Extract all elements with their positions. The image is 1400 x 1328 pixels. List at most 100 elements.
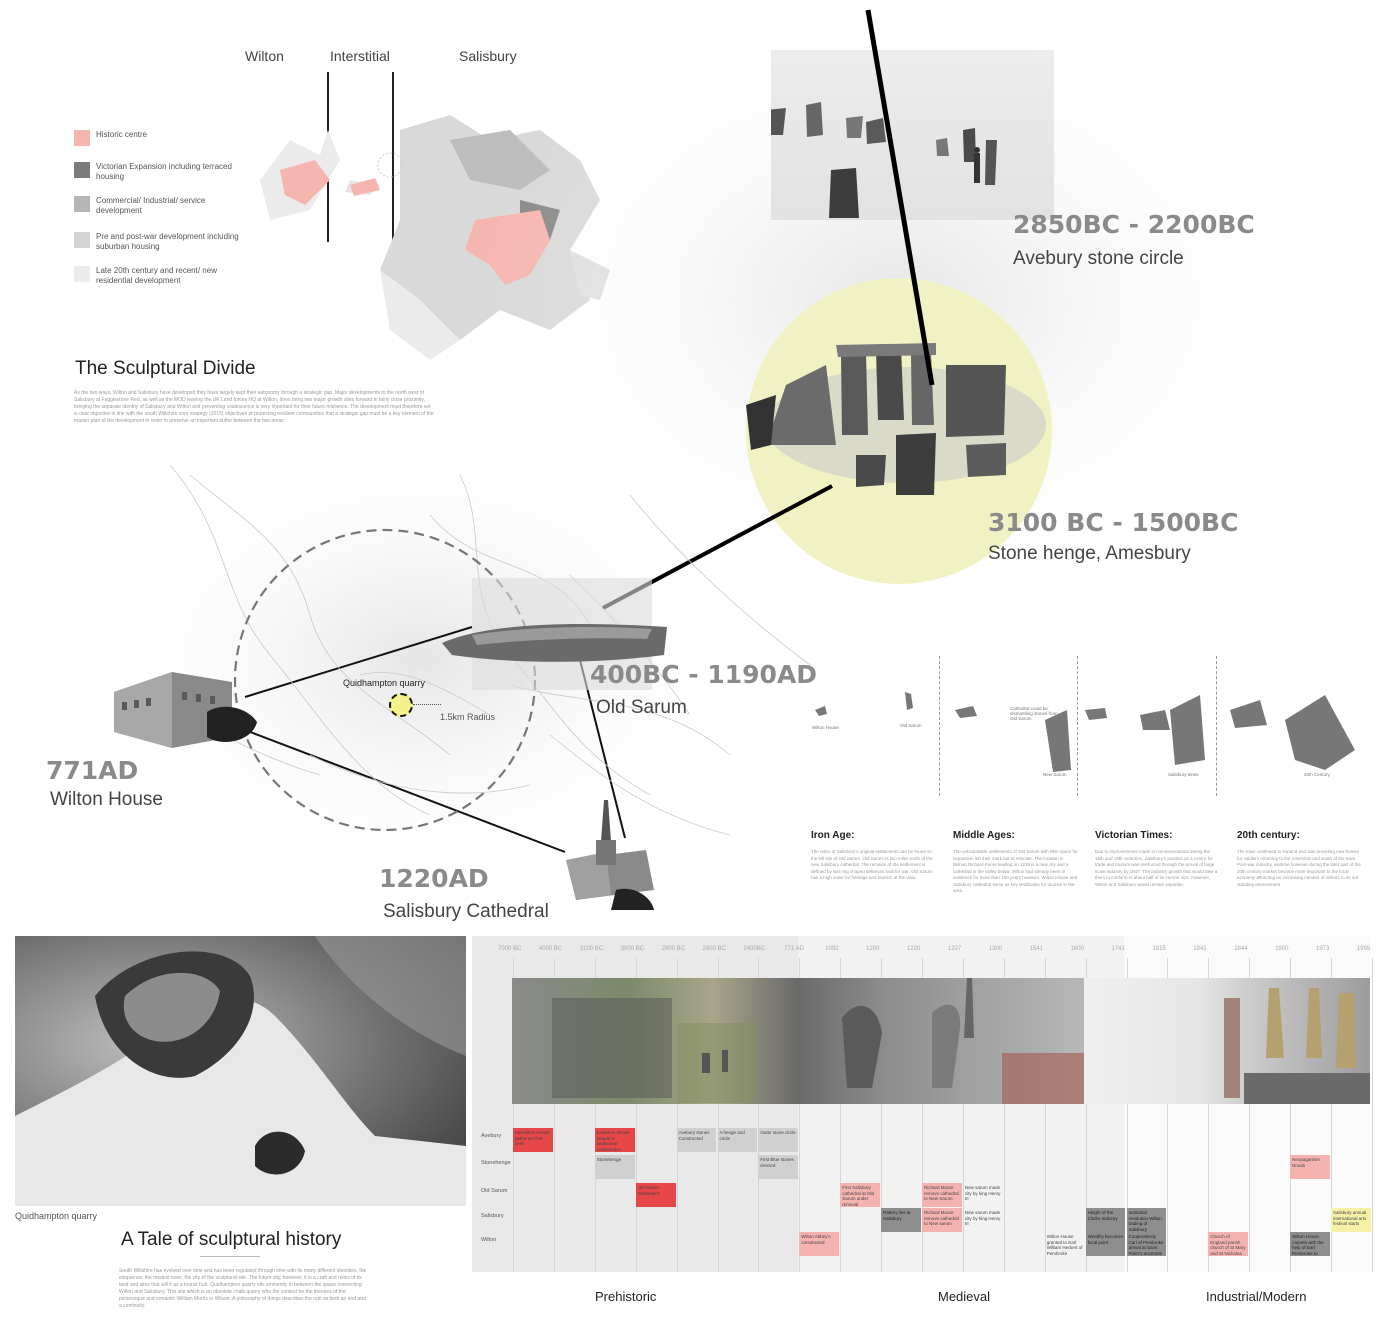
wilton-house-place: Wilton House xyxy=(50,789,163,810)
settlement-growth-diagrams xyxy=(815,692,1355,772)
zone-label-interstitial: Interstitial xyxy=(330,48,390,64)
cathedral-place: Salisbury Cathedral xyxy=(383,901,549,922)
timeline-column-line xyxy=(594,958,596,1272)
timeline-photo-strip xyxy=(512,978,1084,1104)
timeline-year-label: 1995 xyxy=(1356,946,1371,952)
timeline-year-label: 771 AD xyxy=(784,946,804,952)
timeline-column-line xyxy=(1331,958,1332,1272)
sculptural-history-title: A Tale of sculptural history xyxy=(121,1229,342,1250)
quarry-photo-caption: Quidhampton quarry xyxy=(15,1211,98,1221)
timeline-column-line xyxy=(881,958,883,1272)
timeline-event: Church of England parish church of St Ma… xyxy=(1208,1232,1249,1256)
timeline-column-line xyxy=(922,958,923,1272)
era-middle-ages: Middle Ages: The unhospitable settlement… xyxy=(953,830,1078,895)
timeline-event: Outer stone circle xyxy=(758,1128,799,1152)
timeline-year-label: 7000 BC xyxy=(498,946,522,952)
timeline-year-label: 1841 xyxy=(1193,946,1207,952)
timeline-event: New sarum made city by king Henry III xyxy=(964,1185,1001,1201)
sculptural-history-text: South Wiltshire has evolved over time an… xyxy=(119,1268,367,1309)
timeline-column-line xyxy=(1290,958,1292,1272)
timeline-event: Wilton House granted to Earl William Her… xyxy=(1046,1234,1083,1256)
timeline-column-line xyxy=(676,958,678,1272)
timeline-column-line xyxy=(1044,958,1046,1272)
old-sarum-place: Old Sarum xyxy=(596,697,687,718)
cathedral-date: 1220AD xyxy=(379,864,489,893)
timeline-row-label: Old Sarum xyxy=(481,1188,508,1194)
stonehenge-date: 3100 BC - 1500BC xyxy=(988,508,1239,537)
legend-item-historic-centre: Historic centre xyxy=(74,130,244,146)
timeline-event: Richard Moore remove cathedral to New sa… xyxy=(922,1208,962,1232)
timeline-event: Cooperatively Carl of Pembroke arrival a… xyxy=(1126,1232,1167,1256)
timeline-row-label: Salisbury xyxy=(481,1213,504,1219)
growth-label: 20th Century xyxy=(1304,772,1330,777)
growth-label: Cathedral could be dismantling stones fr… xyxy=(1010,706,1058,721)
timeline-event: Wealthy becomes focal point xyxy=(1085,1232,1126,1256)
timeline-column-line xyxy=(635,958,637,1272)
growth-divider xyxy=(939,656,940,796)
legend-swatch xyxy=(74,266,90,282)
wilton-house-illustration xyxy=(114,672,257,748)
timeline-event: New sarum made city by king Henry III xyxy=(964,1210,1001,1226)
era-victorian: Victorian Times: Due to improvements mad… xyxy=(1095,830,1220,888)
timeline-year-label: 1227 xyxy=(947,946,962,952)
legend-item-late-20th: Late 20th century and recent/ new reside… xyxy=(74,266,244,286)
timeline-year-label: 1900 xyxy=(1275,946,1289,952)
timeline-column-line xyxy=(1371,958,1373,1272)
timeline-year-label: 2600 BC xyxy=(702,946,726,952)
legend-item-commercial: Commercial/ Industrial/ service developm… xyxy=(74,196,244,216)
zone-label-wilton: Wilton xyxy=(245,48,284,64)
timeline-column-line xyxy=(717,958,719,1272)
sculptural-divide-title: The Sculptural Divide xyxy=(75,358,256,379)
legend-label: Late 20th century and recent/ new reside… xyxy=(96,266,217,285)
timeline-event: Wilton Abbey's constructed xyxy=(799,1232,840,1256)
timeline-column-line xyxy=(1003,958,1005,1272)
timeline-event: First Salisbury cathedral at Old Sarum u… xyxy=(840,1183,881,1207)
timeline-year-label: 2400BC xyxy=(743,946,766,952)
timeline-column-line xyxy=(1085,958,1087,1272)
zone-label-salisbury: Salisbury xyxy=(459,48,517,64)
title-underline xyxy=(200,1256,260,1257)
timeline-photo-strip-modern xyxy=(1084,978,1370,1104)
timeline-year-label: 2900 BC xyxy=(661,946,685,952)
timeline-column-line xyxy=(1167,958,1169,1272)
era-20th-century: 20th century: The town continued to expa… xyxy=(1237,830,1362,888)
timeline-event: Rattery lies at Salisbury xyxy=(881,1208,921,1232)
timeline-event: A henge and circle xyxy=(717,1128,758,1152)
timeline-year-label: 1541 xyxy=(1029,946,1044,952)
timeline-year-label: 1092 xyxy=(825,946,839,952)
legend-item-post-war: Pre and post-war development including s… xyxy=(74,232,244,252)
era-text: The town continued to expand and was pro… xyxy=(1237,849,1361,887)
timeline-event: Richard Moore remove cathedral to New Sa… xyxy=(922,1183,962,1207)
era-iron-age: Iron Age: The relics of Salisbury's orig… xyxy=(811,830,936,882)
era-heading: Iron Age: xyxy=(811,830,855,841)
timeline-year-label: 4000 BC xyxy=(538,946,563,952)
avebury-stone-photo xyxy=(771,50,1054,220)
timeline-year-label: 3100 BC xyxy=(579,946,604,952)
timeline-event: Industrial revolution Wilton trading of … xyxy=(1126,1208,1167,1232)
quarry-marker xyxy=(389,693,413,717)
legend-swatch xyxy=(74,232,90,248)
timeline-column-line xyxy=(553,958,555,1272)
timeline-row-label: Avebury xyxy=(481,1133,502,1139)
timeline-row-label: Wilton xyxy=(481,1237,497,1243)
era-text: The unhospitable settlements of Old Saru… xyxy=(953,849,1078,893)
growth-label: New Sarum xyxy=(1043,772,1067,777)
growth-label: Old Sarum xyxy=(900,723,922,728)
period-industrial-modern: Industrial/Modern xyxy=(1206,1289,1307,1304)
quarry-map-label: Quidhampton quarry xyxy=(343,678,426,688)
timeline-column-line xyxy=(513,958,514,1272)
timeline-year-label: 1600 xyxy=(1070,946,1084,952)
timeline-year-label: 1815 xyxy=(1152,946,1166,952)
timeline-event: Stonehenge xyxy=(594,1155,635,1179)
legend-label: Commercial/ Industrial/ service developm… xyxy=(96,196,206,215)
timeline-event: Evidence shows people in settlement cons… xyxy=(594,1128,635,1152)
timeline-column-line xyxy=(799,958,801,1272)
zone-divider-right xyxy=(392,72,394,242)
avebury-place: Avebury stone circle xyxy=(1013,248,1184,269)
era-heading: Victorian Times: xyxy=(1095,830,1173,841)
period-medieval: Medieval xyxy=(938,1289,991,1304)
legend-label: Victorian Expansion including terraced h… xyxy=(96,162,232,181)
timeline-column-line xyxy=(840,958,842,1272)
stonehenge-illustration xyxy=(746,343,1046,495)
timeline-event: Avebury stones Constructed xyxy=(676,1128,717,1152)
